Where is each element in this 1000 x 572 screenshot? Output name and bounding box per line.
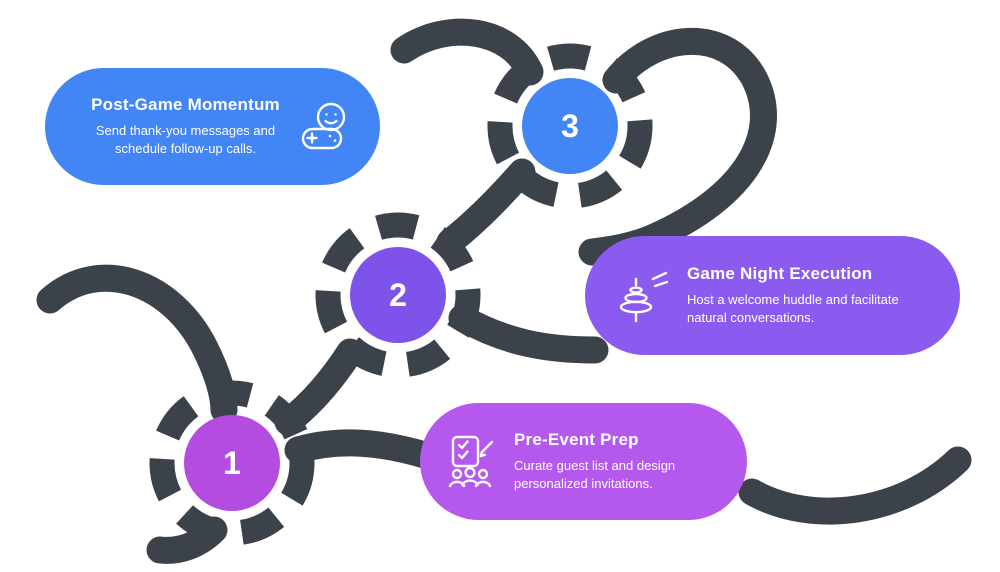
step-1-number-circle: 1 [184,415,280,511]
step-2-dashed-ring [315,212,481,378]
step-3-title: Post-Game Momentum [91,94,280,114]
connector-1-to-card [284,429,442,470]
step-1-number: 1 [223,444,241,481]
connector-left-swoosh [36,264,238,424]
game-controller-icon [298,98,356,156]
step-2-card: Game Night Execution Host a welcome hudd… [585,236,960,355]
step-1-card: Pre-Event Prep Curate guest list and des… [420,403,747,520]
spinning-top-icon [611,267,669,325]
checklist-people-icon [442,432,500,492]
step-2-number: 2 [389,276,407,313]
step-3-description: Send thank-you messages and schedule fol… [95,122,276,156]
connector-2-to-card [448,304,609,364]
step-2-title: Game Night Execution [687,263,873,283]
connector-3-to-2 [436,158,536,256]
step-3-dashed-ring [487,43,653,209]
step-3-card: Post-Game Momentum Send thank-you messag… [45,68,380,185]
step-3-text: Post-Game Momentum Send thank-you messag… [79,95,292,158]
step-1-description: Curate guest list and design personalize… [514,457,676,491]
step-2-text: Game Night Execution Host a welcome hudd… [687,264,932,327]
connector-top [390,18,544,86]
connector-2-to-1 [274,338,364,436]
step-3-number: 3 [561,107,579,144]
step-1-title: Pre-Event Prep [514,429,639,449]
connector-bottom-tail [146,516,228,564]
connector-bottom-right [738,446,972,525]
step-2-number-circle: 2 [350,247,446,343]
step-1-text: Pre-Event Prep Curate guest list and des… [514,430,720,493]
step-2-description: Host a welcome huddle and facilitate nat… [687,291,899,325]
step-3-number-circle: 3 [522,78,618,174]
connector-top-right [578,28,777,266]
